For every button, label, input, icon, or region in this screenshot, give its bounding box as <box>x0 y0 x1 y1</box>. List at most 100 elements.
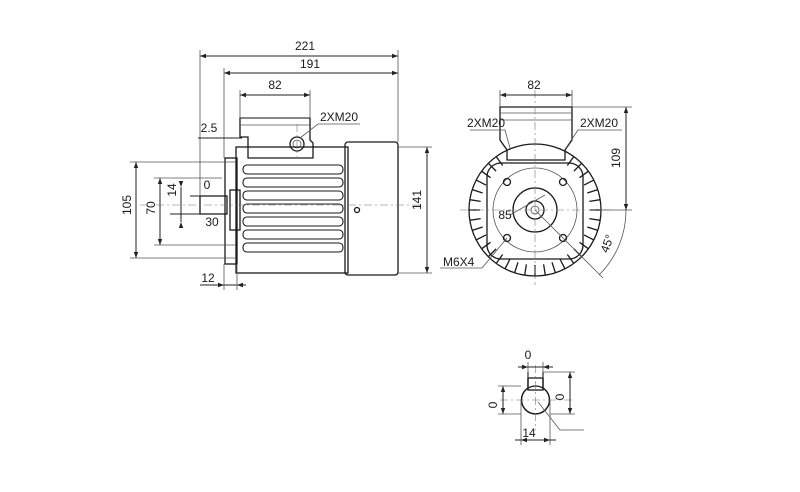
front-fin <box>487 248 497 258</box>
front-fin <box>481 241 491 250</box>
front-fin <box>469 217 481 221</box>
dim-mounting-holes: M6X4 <box>443 255 475 269</box>
dim-cable-entry-right: 2XM20 <box>580 116 618 130</box>
front-fin <box>542 264 546 276</box>
front-fin <box>589 199 601 203</box>
front-fin <box>487 162 497 172</box>
arrowhead <box>392 70 398 76</box>
arrowhead <box>157 239 163 245</box>
side-terminal-box <box>239 117 314 159</box>
arrowhead <box>500 408 506 414</box>
dim-flange-offset: 2.5 <box>201 121 218 135</box>
dim-shaft-detail-diameter: 14 <box>522 426 536 440</box>
dim-hole-angle: 45° <box>598 233 617 255</box>
arrowhead <box>623 107 629 113</box>
arrowhead <box>224 70 230 76</box>
arrowhead <box>567 408 573 414</box>
front-fin <box>573 162 583 172</box>
dim-shaft-zero: 0 <box>204 178 211 192</box>
side-cooling-fins <box>242 164 344 253</box>
arrowheads <box>133 53 629 443</box>
arrowhead <box>566 92 572 98</box>
dim-total-length: 221 <box>295 39 315 53</box>
side-dimension-labels: 221 191 82 2XM20 2.5 105 70 14 0 30 12 1… <box>120 39 424 285</box>
arrowhead <box>567 372 573 378</box>
shaft-detail <box>500 365 572 430</box>
arrowhead <box>424 267 430 273</box>
arrowhead <box>178 222 184 228</box>
front-fin <box>472 226 483 232</box>
arrowhead <box>500 92 506 98</box>
front-mounting-hole <box>502 177 512 187</box>
front-fin <box>551 262 557 273</box>
arrowhead <box>522 364 528 370</box>
front-terminal-box <box>499 106 573 161</box>
front-mounting-hole <box>558 177 568 187</box>
front-fin <box>524 264 528 276</box>
front-square-flange <box>486 162 584 260</box>
side-dimension-lines <box>130 50 432 290</box>
arrowhead <box>240 92 246 98</box>
dim-cable-entry: 2XM20 <box>320 110 358 124</box>
dim-key-depth-left: 0 <box>486 401 500 408</box>
front-fin <box>579 170 589 179</box>
front-dimension-lines <box>440 90 632 279</box>
dim-flange-thickness: 12 <box>201 271 215 285</box>
arrowhead <box>178 181 184 187</box>
arrowhead <box>392 53 398 59</box>
arrowhead <box>133 162 139 168</box>
arrowhead <box>543 364 549 370</box>
dim-shaft-length: 30 <box>205 215 219 229</box>
side-view <box>140 117 420 276</box>
arrowhead <box>521 437 527 443</box>
shaft-dimension-labels: 0 0 0 14 <box>486 348 567 440</box>
arrowhead <box>304 92 310 98</box>
front-fin <box>469 199 481 203</box>
arrowhead <box>200 53 206 59</box>
dim-key-depth-right: 0 <box>553 393 567 400</box>
side-flange <box>224 157 238 265</box>
front-fin <box>587 188 598 194</box>
dim-box-height: 109 <box>609 148 623 168</box>
dim-front-box-width: 82 <box>527 78 541 92</box>
dim-cable-entry-left: 2XM20 <box>467 116 505 130</box>
shaft-dimension-lines <box>498 362 584 445</box>
arrowhead <box>424 147 430 153</box>
arrowhead <box>218 282 224 288</box>
dim-terminal-box-width: 82 <box>268 78 282 92</box>
dim-overall-height: 141 <box>410 190 424 210</box>
front-cooling-fins <box>469 156 601 276</box>
arrowhead <box>500 386 506 392</box>
arrowhead <box>623 204 629 210</box>
dim-shaft-height: 70 <box>144 201 158 215</box>
side-grease-point <box>353 206 361 214</box>
front-view <box>460 90 612 285</box>
front-fin <box>472 188 483 194</box>
side-end-cap <box>344 141 399 276</box>
dim-pitch-circle: 85 <box>498 208 512 222</box>
front-fin <box>513 262 519 273</box>
front-fin <box>559 258 566 270</box>
dim-frame-height: 105 <box>120 195 134 215</box>
front-fin <box>475 234 487 241</box>
side-motor-body <box>235 146 349 274</box>
front-fin <box>583 234 595 241</box>
dim-body-length: 191 <box>300 57 320 71</box>
front-fin <box>475 179 487 186</box>
front-fin <box>579 241 589 250</box>
dim-shaft-diameter: 14 <box>165 183 179 197</box>
front-fin <box>481 170 491 179</box>
front-fin <box>583 179 595 186</box>
front-dimension-labels: 82 2XM20 2XM20 109 85 M6X4 45° <box>443 78 623 269</box>
arrowhead <box>237 282 243 288</box>
front-fin <box>589 217 601 221</box>
arrowhead <box>133 252 139 258</box>
front-mounting-hole <box>558 233 568 243</box>
front-fin <box>495 156 504 166</box>
dim-key-width: 0 <box>525 348 532 362</box>
front-mounting-hole <box>502 233 512 243</box>
arrowhead <box>544 437 550 443</box>
arrowhead <box>157 178 163 184</box>
front-fin <box>587 226 598 232</box>
